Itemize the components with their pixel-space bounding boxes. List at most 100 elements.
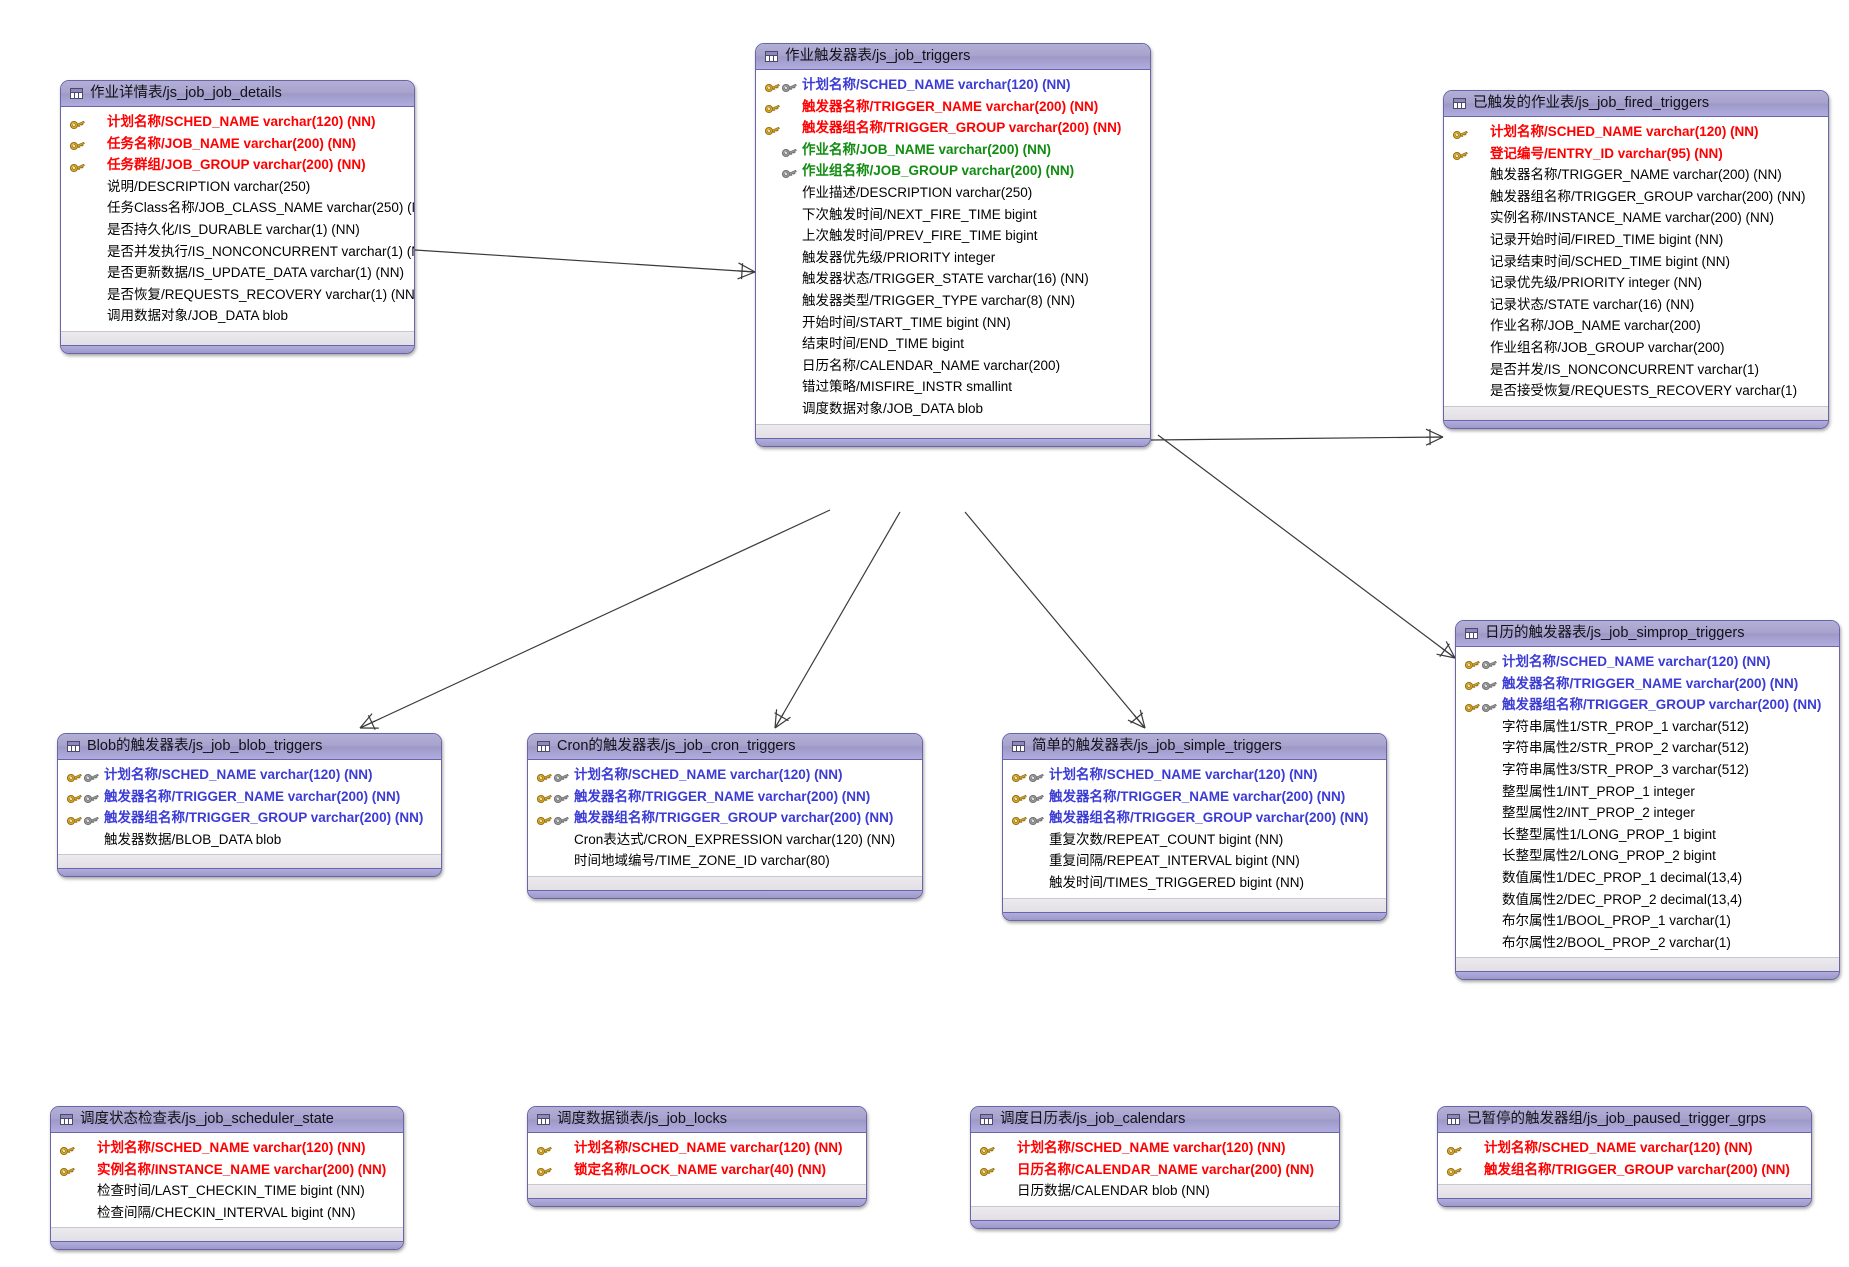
- column-row[interactable]: 重复次数/REPEAT_COUNT bigint (NN): [1003, 829, 1386, 851]
- column-row[interactable]: 是否接受恢复/REQUESTS_RECOVERY varchar(1): [1444, 380, 1828, 402]
- column-row[interactable]: 日历名称/CALENDAR_NAME varchar(200): [756, 355, 1150, 377]
- column-row[interactable]: 任务Class名称/JOB_CLASS_NAME varchar(250) (N…: [61, 197, 414, 219]
- column-row[interactable]: 触发器名称/TRIGGER_NAME varchar(200) (NN): [1456, 673, 1839, 695]
- column-row[interactable]: 计划名称/SCHED_NAME varchar(120) (NN): [1438, 1137, 1811, 1159]
- column-row[interactable]: 触发器组名称/TRIGGER_GROUP varchar(200) (NN): [1444, 186, 1828, 208]
- entity-triggers[interactable]: 作业触发器表/js_job_triggers 计划名称/SCHED_NAME va…: [755, 43, 1151, 447]
- column-row[interactable]: 字符串属性1/STR_PROP_1 varchar(512): [1456, 716, 1839, 738]
- column-row[interactable]: 长整型属性1/LONG_PROP_1 bigint: [1456, 824, 1839, 846]
- column-row[interactable]: 计划名称/SCHED_NAME varchar(120) (NN): [528, 1137, 866, 1159]
- column-row[interactable]: 调用数据对象/JOB_DATA blob: [61, 305, 414, 327]
- column-row[interactable]: 作业组名称/JOB_GROUP varchar(200) (NN): [756, 160, 1150, 182]
- entity-header-simprop_triggers[interactable]: 日历的触发器表/js_job_simprop_triggers: [1456, 621, 1839, 647]
- column-row[interactable]: 计划名称/SCHED_NAME varchar(120) (NN): [1456, 651, 1839, 673]
- column-row[interactable]: 记录结束时间/SCHED_TIME bigint (NN): [1444, 251, 1828, 273]
- column-row[interactable]: 触发器名称/TRIGGER_NAME varchar(200) (NN): [756, 96, 1150, 118]
- column-row[interactable]: 触发器组名称/TRIGGER_GROUP varchar(200) (NN): [528, 807, 922, 829]
- column-row[interactable]: 计划名称/SCHED_NAME varchar(120) (NN): [1444, 121, 1828, 143]
- column-row[interactable]: 字符串属性3/STR_PROP_3 varchar(512): [1456, 759, 1839, 781]
- entity-locks[interactable]: 调度数据锁表/js_job_locks 计划名称/SCHED_NAME varch…: [527, 1106, 867, 1208]
- entity-header-blob_triggers[interactable]: Blob的触发器表/js_job_blob_triggers: [58, 734, 441, 760]
- column-row[interactable]: 任务名称/JOB_NAME varchar(200) (NN): [61, 133, 414, 155]
- column-row[interactable]: 触发器数据/BLOB_DATA blob: [58, 829, 441, 851]
- column-row[interactable]: 检查时间/LAST_CHECKIN_TIME bigint (NN): [51, 1180, 403, 1202]
- column-row[interactable]: 是否恢复/REQUESTS_RECOVERY varchar(1) (NN): [61, 284, 414, 306]
- entity-scheduler_state[interactable]: 调度状态检查表/js_job_scheduler_state 计划名称/SCHED…: [50, 1106, 404, 1251]
- column-row[interactable]: 计划名称/SCHED_NAME varchar(120) (NN): [51, 1137, 403, 1159]
- entity-header-fired_triggers[interactable]: 已触发的作业表/js_job_fired_triggers: [1444, 91, 1828, 117]
- column-row[interactable]: 错过策略/MISFIRE_INSTR smallint: [756, 376, 1150, 398]
- column-row[interactable]: 是否更新数据/IS_UPDATE_DATA varchar(1) (NN): [61, 262, 414, 284]
- column-row[interactable]: 数值属性2/DEC_PROP_2 decimal(13,4): [1456, 889, 1839, 911]
- column-row[interactable]: 布尔属性2/BOOL_PROP_2 varchar(1): [1456, 932, 1839, 954]
- column-row[interactable]: 触发器组名称/TRIGGER_GROUP varchar(200) (NN): [756, 117, 1150, 139]
- entity-simple_triggers[interactable]: 简单的触发器表/js_job_simple_triggers 计划名称/SCHED…: [1002, 733, 1387, 921]
- column-row[interactable]: 是否并发执行/IS_NONCONCURRENT varchar(1) (NN): [61, 241, 414, 263]
- column-row[interactable]: 是否并发/IS_NONCONCURRENT varchar(1): [1444, 359, 1828, 381]
- column-row[interactable]: 触发时间/TIMES_TRIGGERED bigint (NN): [1003, 872, 1386, 894]
- entity-header-simple_triggers[interactable]: 简单的触发器表/js_job_simple_triggers: [1003, 734, 1386, 760]
- entity-header-scheduler_state[interactable]: 调度状态检查表/js_job_scheduler_state: [51, 1107, 403, 1133]
- column-row[interactable]: 重复间隔/REPEAT_INTERVAL bigint (NN): [1003, 850, 1386, 872]
- column-row[interactable]: 记录优先级/PRIORITY integer (NN): [1444, 272, 1828, 294]
- column-row[interactable]: 触发器组名称/TRIGGER_GROUP varchar(200) (NN): [58, 807, 441, 829]
- entity-paused_trigger_grps[interactable]: 已暂停的触发器组/js_job_paused_trigger_grps 计划名称/…: [1437, 1106, 1812, 1208]
- entity-fired_triggers[interactable]: 已触发的作业表/js_job_fired_triggers 计划名称/SCHED_…: [1443, 90, 1829, 429]
- column-row[interactable]: 计划名称/SCHED_NAME varchar(120) (NN): [756, 74, 1150, 96]
- column-row[interactable]: 记录状态/STATE varchar(16) (NN): [1444, 294, 1828, 316]
- column-row[interactable]: 作业名称/JOB_NAME varchar(200) (NN): [756, 139, 1150, 161]
- column-row[interactable]: 布尔属性1/BOOL_PROP_1 varchar(1): [1456, 910, 1839, 932]
- column-row[interactable]: 计划名称/SCHED_NAME varchar(120) (NN): [528, 764, 922, 786]
- column-row[interactable]: 日历名称/CALENDAR_NAME varchar(200) (NN): [971, 1159, 1339, 1181]
- entity-header-cron_triggers[interactable]: Cron的触发器表/js_job_cron_triggers: [528, 734, 922, 760]
- column-row[interactable]: 任务群组/JOB_GROUP varchar(200) (NN): [61, 154, 414, 176]
- column-row[interactable]: 上次触发时间/PREV_FIRE_TIME bigint: [756, 225, 1150, 247]
- column-row[interactable]: 计划名称/SCHED_NAME varchar(120) (NN): [1003, 764, 1386, 786]
- entity-header-paused_trigger_grps[interactable]: 已暂停的触发器组/js_job_paused_trigger_grps: [1438, 1107, 1811, 1133]
- column-row[interactable]: 触发器状态/TRIGGER_STATE varchar(16) (NN): [756, 268, 1150, 290]
- entity-header-locks[interactable]: 调度数据锁表/js_job_locks: [528, 1107, 866, 1133]
- column-row[interactable]: Cron表达式/CRON_EXPRESSION varchar(120) (NN…: [528, 829, 922, 851]
- column-row[interactable]: 计划名称/SCHED_NAME varchar(120) (NN): [971, 1137, 1339, 1159]
- column-row[interactable]: 触发器名称/TRIGGER_NAME varchar(200) (NN): [1003, 786, 1386, 808]
- column-row[interactable]: 作业描述/DESCRIPTION varchar(250): [756, 182, 1150, 204]
- column-row[interactable]: 下次触发时间/NEXT_FIRE_TIME bigint: [756, 204, 1150, 226]
- entity-blob_triggers[interactable]: Blob的触发器表/js_job_blob_triggers 计划名称/SCHED…: [57, 733, 442, 878]
- column-row[interactable]: 锁定名称/LOCK_NAME varchar(40) (NN): [528, 1159, 866, 1181]
- column-row[interactable]: 触发组名称/TRIGGER_GROUP varchar(200) (NN): [1438, 1159, 1811, 1181]
- column-row[interactable]: 实例名称/INSTANCE_NAME varchar(200) (NN): [51, 1159, 403, 1181]
- column-row[interactable]: 触发器名称/TRIGGER_NAME varchar(200) (NN): [58, 786, 441, 808]
- column-row[interactable]: 计划名称/SCHED_NAME varchar(120) (NN): [61, 111, 414, 133]
- column-row[interactable]: 开始时间/START_TIME bigint (NN): [756, 312, 1150, 334]
- column-row[interactable]: 作业组名称/JOB_GROUP varchar(200): [1444, 337, 1828, 359]
- column-row[interactable]: 日历数据/CALENDAR blob (NN): [971, 1180, 1339, 1202]
- entity-header-triggers[interactable]: 作业触发器表/js_job_triggers: [756, 44, 1150, 70]
- column-row[interactable]: 时间地域编号/TIME_ZONE_ID varchar(80): [528, 850, 922, 872]
- column-row[interactable]: 触发器组名称/TRIGGER_GROUP varchar(200) (NN): [1456, 694, 1839, 716]
- entity-cron_triggers[interactable]: Cron的触发器表/js_job_cron_triggers 计划名称/SCHED…: [527, 733, 923, 899]
- column-row[interactable]: 说明/DESCRIPTION varchar(250): [61, 176, 414, 198]
- entity-header-job_details[interactable]: 作业详情表/js_job_job_details: [61, 81, 414, 107]
- column-row[interactable]: 整型属性1/INT_PROP_1 integer: [1456, 781, 1839, 803]
- column-row[interactable]: 是否持久化/IS_DURABLE varchar(1) (NN): [61, 219, 414, 241]
- column-row[interactable]: 字符串属性2/STR_PROP_2 varchar(512): [1456, 737, 1839, 759]
- column-row[interactable]: 触发器名称/TRIGGER_NAME varchar(200) (NN): [528, 786, 922, 808]
- entity-calendars[interactable]: 调度日历表/js_job_calendars 计划名称/SCHED_NAME va…: [970, 1106, 1340, 1229]
- column-row[interactable]: 登记编号/ENTRY_ID varchar(95) (NN): [1444, 143, 1828, 165]
- column-row[interactable]: 数值属性1/DEC_PROP_1 decimal(13,4): [1456, 867, 1839, 889]
- column-row[interactable]: 整型属性2/INT_PROP_2 integer: [1456, 802, 1839, 824]
- entity-simprop_triggers[interactable]: 日历的触发器表/js_job_simprop_triggers 计划名称/SCHE…: [1455, 620, 1840, 981]
- column-row[interactable]: 结束时间/END_TIME bigint: [756, 333, 1150, 355]
- entity-header-calendars[interactable]: 调度日历表/js_job_calendars: [971, 1107, 1339, 1133]
- column-row[interactable]: 触发器优先级/PRIORITY integer: [756, 247, 1150, 269]
- column-row[interactable]: 长整型属性2/LONG_PROP_2 bigint: [1456, 845, 1839, 867]
- column-row[interactable]: 触发器类型/TRIGGER_TYPE varchar(8) (NN): [756, 290, 1150, 312]
- column-row[interactable]: 作业名称/JOB_NAME varchar(200): [1444, 315, 1828, 337]
- column-row[interactable]: 触发器名称/TRIGGER_NAME varchar(200) (NN): [1444, 164, 1828, 186]
- entity-job_details[interactable]: 作业详情表/js_job_job_details 计划名称/SCHED_NAME …: [60, 80, 415, 354]
- column-row[interactable]: 触发器组名称/TRIGGER_GROUP varchar(200) (NN): [1003, 807, 1386, 829]
- column-row[interactable]: 调度数据对象/JOB_DATA blob: [756, 398, 1150, 420]
- column-row[interactable]: 实例名称/INSTANCE_NAME varchar(200) (NN): [1444, 207, 1828, 229]
- column-row[interactable]: 计划名称/SCHED_NAME varchar(120) (NN): [58, 764, 441, 786]
- column-row[interactable]: 记录开始时间/FIRED_TIME bigint (NN): [1444, 229, 1828, 251]
